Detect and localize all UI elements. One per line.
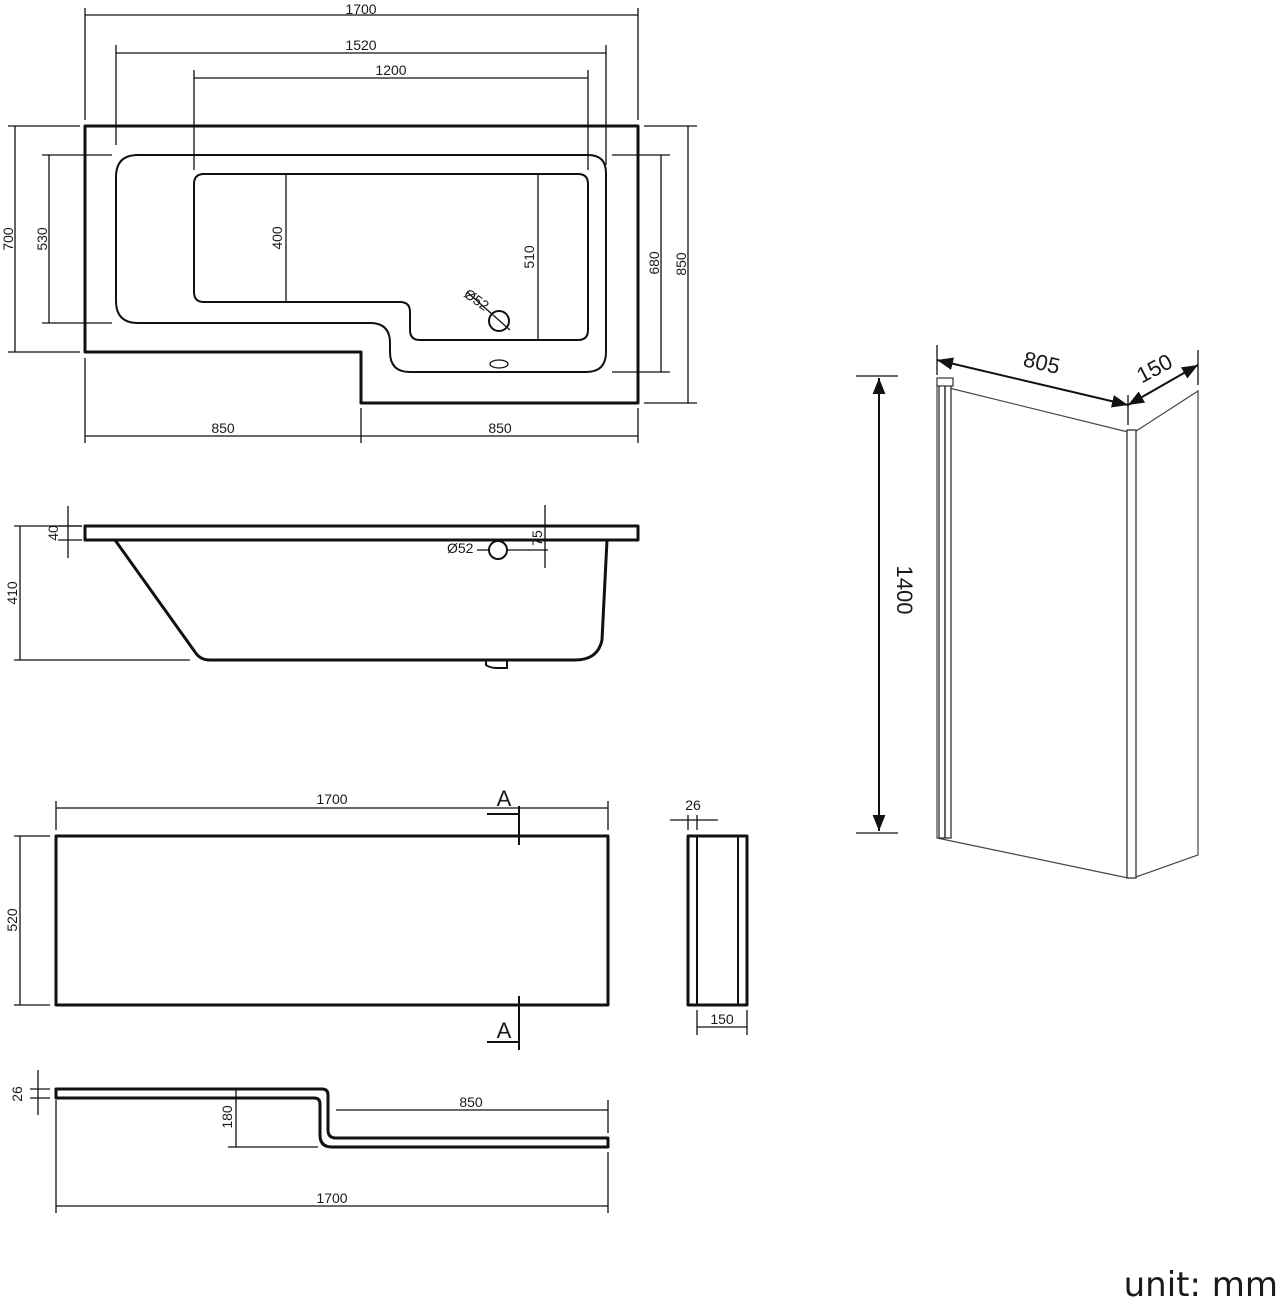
plan-view: Ø52 1700 1520 1200 700 530 400 510: [0, 1, 697, 443]
panel-section-view: 26 150: [670, 797, 749, 1035]
plan-basin-length: 1200: [375, 62, 406, 78]
plan-overall-width-left: 700: [0, 227, 16, 251]
bath-basin: [193, 173, 589, 341]
front-panel: [54, 834, 610, 1007]
side-waste-outlet: [485, 660, 508, 669]
front-panel-height: 520: [4, 908, 20, 932]
plan-basin-width-left: 400: [269, 226, 285, 250]
panel-plan-return-length: 850: [459, 1094, 483, 1110]
side-body: [113, 539, 609, 662]
bath-inner-rim: [115, 154, 607, 373]
front-panel-view: 1700 520 A A: [4, 786, 610, 1050]
side-total-depth: 410: [4, 581, 20, 605]
panel-plan-step-depth: 180: [219, 1105, 235, 1129]
panel-plan-thickness: 26: [9, 1086, 25, 1102]
plan-inner-width-right: 680: [646, 251, 662, 275]
screen-corner-post: [1126, 429, 1137, 879]
plan-right-section: 850: [488, 420, 512, 436]
plan-overflow: [489, 359, 509, 369]
shower-screen-view: 805 150 1400: [856, 345, 1199, 879]
plan-waste-circle: [488, 310, 510, 332]
screen-height: 1400: [892, 566, 917, 615]
front-panel-length: 1700: [316, 791, 347, 807]
side-rim-thickness: 40: [45, 525, 61, 541]
side-overflow-circle: [488, 540, 508, 560]
plan-overall-width-right: 850: [673, 252, 689, 276]
panel-plan-view: 26 180 850 1700: [9, 1070, 610, 1213]
plan-overall-length: 1700: [345, 1, 376, 17]
screen-return-panel: [1132, 389, 1199, 879]
panel-section-outline: [686, 834, 749, 1007]
plan-left-section: 850: [211, 420, 235, 436]
plan-inner-width-left: 530: [34, 227, 50, 251]
screen-width: 805: [1021, 346, 1062, 379]
plan-basin-width-right: 510: [521, 245, 537, 269]
bath-outer-outline: [83, 124, 640, 405]
panel-plan-overall-length: 1700: [316, 1190, 347, 1206]
section-marker-top: A: [497, 786, 512, 811]
plan-inner-length: 1520: [345, 37, 376, 53]
unit-label: unit: mm: [1124, 1265, 1278, 1303]
panel-plan-outline: [54, 1087, 610, 1149]
side-view: Ø52 75 40 410: [4, 505, 640, 669]
screen-main-panel: [936, 384, 1129, 879]
section-marker-bottom: A: [497, 1018, 512, 1043]
side-rim: [83, 524, 640, 542]
panel-section-thickness: 26: [685, 797, 701, 813]
side-overflow-offset: 75: [529, 530, 545, 546]
side-overflow-label: Ø52: [447, 540, 474, 556]
panel-section-depth: 150: [710, 1011, 734, 1027]
